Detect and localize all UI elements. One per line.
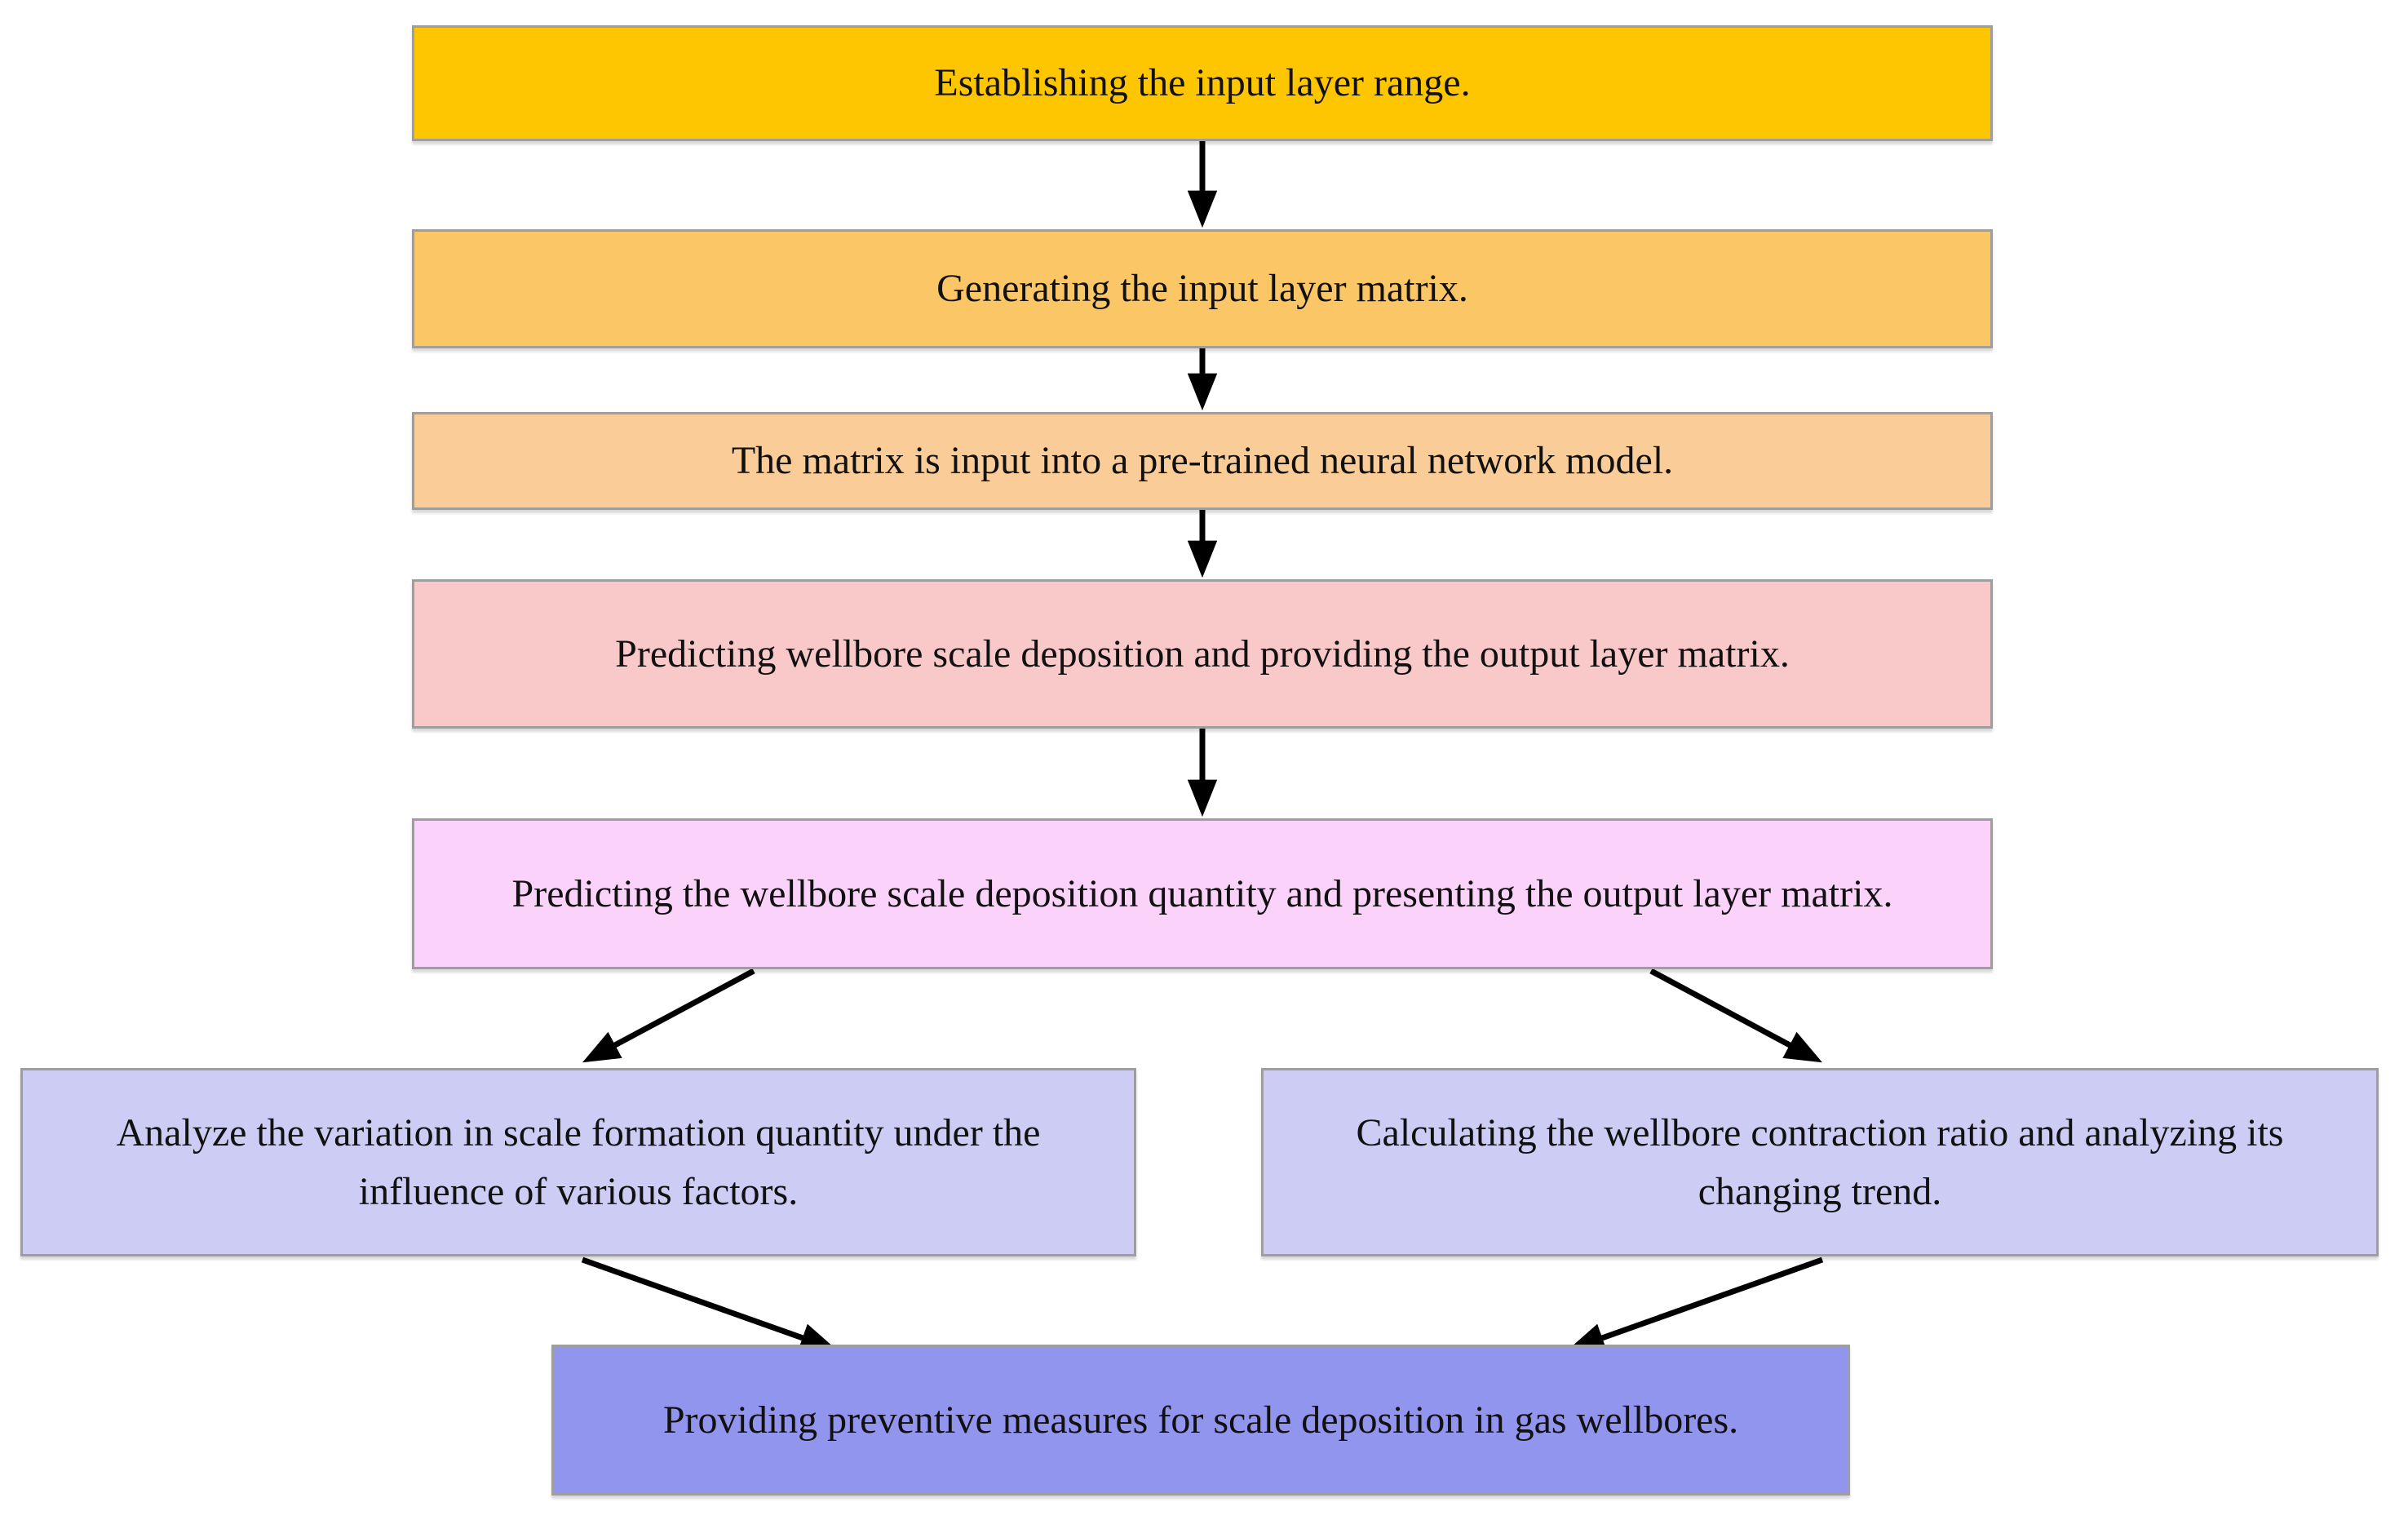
flow-step-generate-input-layer-matrix: Generating the input layer matrix. (412, 229, 1993, 348)
flow-step-predict-deposition-quantity-output: Predicting the wellbore scale deposition… (412, 818, 1993, 969)
flow-branch-analyze-scale-formation-variation: Analyze the variation in scale formation… (20, 1068, 1136, 1256)
flow-step-label: Predicting wellbore scale deposition and… (615, 631, 1790, 676)
flow-step-label: Calculating the wellbore contraction rat… (1356, 1110, 2284, 1213)
arrow-branch-left-to-final (581, 1256, 838, 1352)
flow-step-label: Generating the input layer matrix. (936, 267, 1468, 310)
flow-step-label: Predicting the wellbore scale deposition… (511, 871, 1893, 915)
flow-step-predict-scale-deposition-output: Predicting wellbore scale deposition and… (412, 579, 1993, 729)
flow-step-establish-input-layer-range: Establishing the input layer range. (412, 25, 1993, 141)
flow-step-label: Establishing the input layer range. (934, 61, 1471, 104)
arrow-step5-to-branch-left (582, 968, 755, 1063)
arrow-branch-right-to-final (1567, 1256, 1824, 1352)
flow-step-matrix-into-pretrained-model: The matrix is input into a pre-trained n… (412, 412, 1993, 510)
arrow-step5-to-branch-right (1649, 968, 1823, 1063)
flow-final-preventive-measures: Providing preventive measures for scale … (551, 1345, 1850, 1496)
flow-branch-calculate-contraction-ratio: Calculating the wellbore contraction rat… (1261, 1068, 2379, 1256)
flow-step-label: The matrix is input into a pre-trained n… (731, 439, 1674, 482)
flow-step-label: Providing preventive measures for scale … (662, 1398, 1739, 1442)
flow-step-label: Analyze the variation in scale formation… (116, 1110, 1041, 1213)
